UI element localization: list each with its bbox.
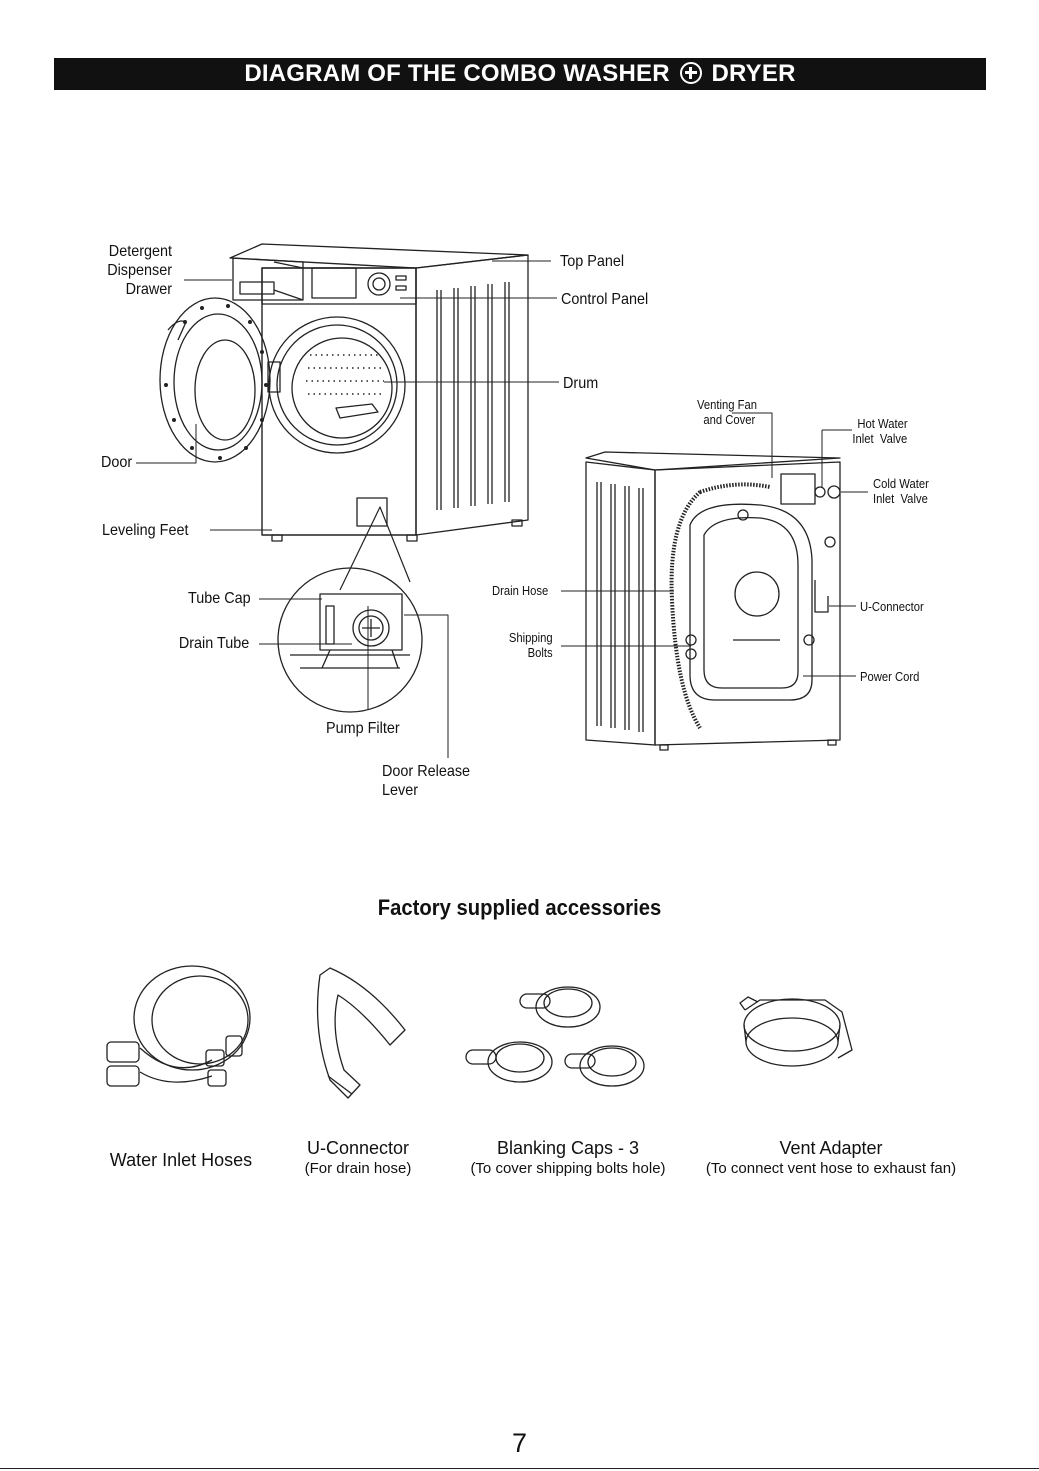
label-venting-fan: Venting Fan and Cover [697,398,757,428]
label-shipping-bolts: Shipping Bolts [509,631,553,661]
label-shipping-line2: Bolts [527,646,553,660]
accessory-label-hoses: Water Inlet Hoses [109,1150,253,1170]
accessory-note-blanking-caps: (To cover shipping bolts hole) [470,1160,666,1177]
label-control-panel: Control Panel [561,291,649,308]
label-cold-water-line1: Cold Water [873,477,929,491]
accessory-label-u-connector: U-Connector [306,1138,410,1158]
label-door-release-lever: Door Release Lever [382,762,470,800]
label-pump-filter: Pump Filter [326,720,400,737]
accessory-blanking-caps [465,986,645,1087]
label-venting-fan-line1: Venting Fan [697,398,758,412]
accessory-u-connector [316,967,406,1099]
label-detergent-line3: Drawer [125,281,172,298]
page-title: DIAGRAM OF THE COMBO WASHER DRYER [54,60,986,88]
accessory-label-blanking-caps: Blanking Caps - 3 [496,1138,640,1158]
label-door-release-line1: Door Release [382,763,471,780]
label-cold-water-line2: Inlet Valve [873,492,928,506]
accessories-title: Factory supplied accessories [377,895,662,920]
pump-filter-closeup [277,567,423,713]
page-header-bar: DIAGRAM OF THE COMBO WASHER DRYER [54,58,986,90]
accessory-label-vent-adapter: Vent Adapter [779,1138,883,1158]
label-detergent-line2: Dispenser [107,262,172,279]
label-venting-fan-line2: and Cover [703,413,756,427]
label-cold-water-valve: Cold Water Inlet Valve [873,477,929,507]
title-right: DRYER [711,60,796,87]
accessory-vent-adapter [739,996,853,1067]
label-detergent-dispenser: Detergent Dispenser Drawer [107,242,172,299]
label-detergent-line1: Detergent [108,243,172,260]
accessory-note-vent-adapter: (To connect vent hose to exhaust fan) [705,1160,957,1177]
label-u-connector: U-Connector [860,600,924,614]
label-hot-water-line2: Inlet Valve [852,432,908,446]
label-shipping-line1: Shipping [509,631,553,645]
label-leveling-feet: Leveling Feet [102,522,189,539]
label-hot-water-valve: Hot Water Inlet Valve [852,417,908,447]
label-power-cord: Power Cord [860,670,920,684]
label-hot-water-line1: Hot Water [857,417,908,431]
label-drum: Drum [563,375,599,392]
title-left: DIAGRAM OF THE COMBO WASHER [244,60,670,87]
front-washer-illustration [159,243,529,542]
circled-plus-icon [679,62,702,84]
page-number: 7 [511,1428,528,1458]
label-door: Door [101,454,133,471]
label-drain-tube: Drain Tube [178,635,249,652]
callout-leaders [136,260,868,758]
accessory-note-u-connector: (For drain hose) [304,1160,412,1177]
accessory-water-inlet-hoses [106,965,251,1087]
label-drain-hose: Drain Hose [492,584,549,598]
back-washer-illustration [585,451,841,751]
label-top-panel: Top Panel [560,253,625,270]
label-door-release-line2: Lever [382,782,419,799]
label-tube-cap: Tube Cap [188,590,251,607]
footer-rule [0,1468,1039,1469]
